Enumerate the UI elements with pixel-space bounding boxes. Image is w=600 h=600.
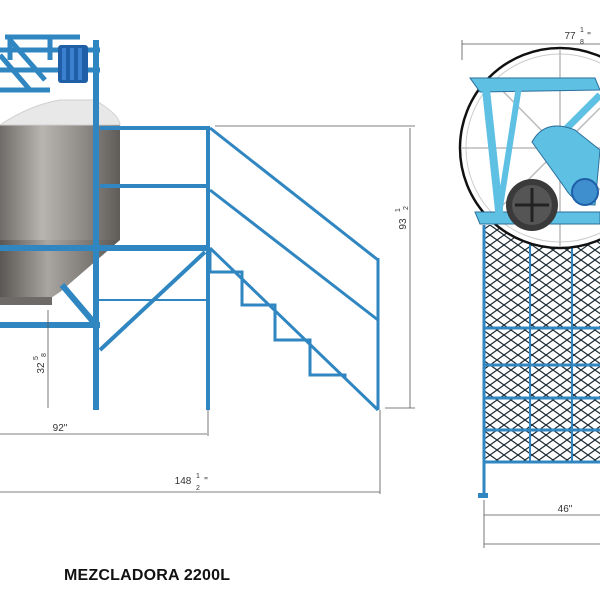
dim-total-length: 148 1 2 " — [175, 473, 209, 492]
svg-text:8: 8 — [580, 39, 584, 46]
mesh-cage — [484, 225, 600, 462]
tank-cone — [0, 240, 120, 300]
motor — [58, 45, 88, 83]
front-view-dimensions — [461, 40, 600, 548]
svg-text:1: 1 — [395, 208, 402, 212]
drawing-title: MEZCLADORA 2200L — [64, 567, 231, 584]
front-view — [458, 46, 600, 498]
side-view-dimensions — [0, 125, 415, 494]
platform-frame — [96, 126, 210, 410]
svg-text:": " — [587, 31, 591, 42]
svg-text:8: 8 — [41, 353, 48, 357]
svg-text:148: 148 — [175, 476, 192, 487]
svg-text:2: 2 — [196, 485, 200, 492]
dim-base-width: 46" — [558, 504, 573, 515]
support-frame — [0, 40, 210, 410]
dim-top-width: 77 1 8 " — [564, 27, 591, 46]
cone-outlet — [0, 297, 52, 305]
tank-lid — [0, 99, 121, 126]
svg-text:32: 32 — [36, 362, 47, 374]
dim-platform-width: 92" — [53, 423, 68, 434]
tank-body — [0, 117, 120, 240]
cage-foot — [478, 493, 488, 498]
svg-text:": " — [204, 476, 208, 487]
svg-text:2: 2 — [403, 206, 410, 210]
motor-top — [506, 179, 558, 231]
dim-total-height: 93 1 2 — [395, 206, 410, 230]
svg-text:5: 5 — [33, 356, 40, 360]
svg-text:1: 1 — [580, 27, 584, 34]
dim-leg-height: 32 5 8 — [33, 353, 48, 374]
agitator-drive — [469, 77, 600, 225]
svg-text:77: 77 — [564, 31, 576, 42]
svg-text:1: 1 — [196, 473, 200, 480]
staircase — [208, 126, 380, 412]
svg-text:93: 93 — [398, 218, 409, 230]
side-view — [0, 34, 380, 412]
cage-frame — [482, 225, 600, 495]
